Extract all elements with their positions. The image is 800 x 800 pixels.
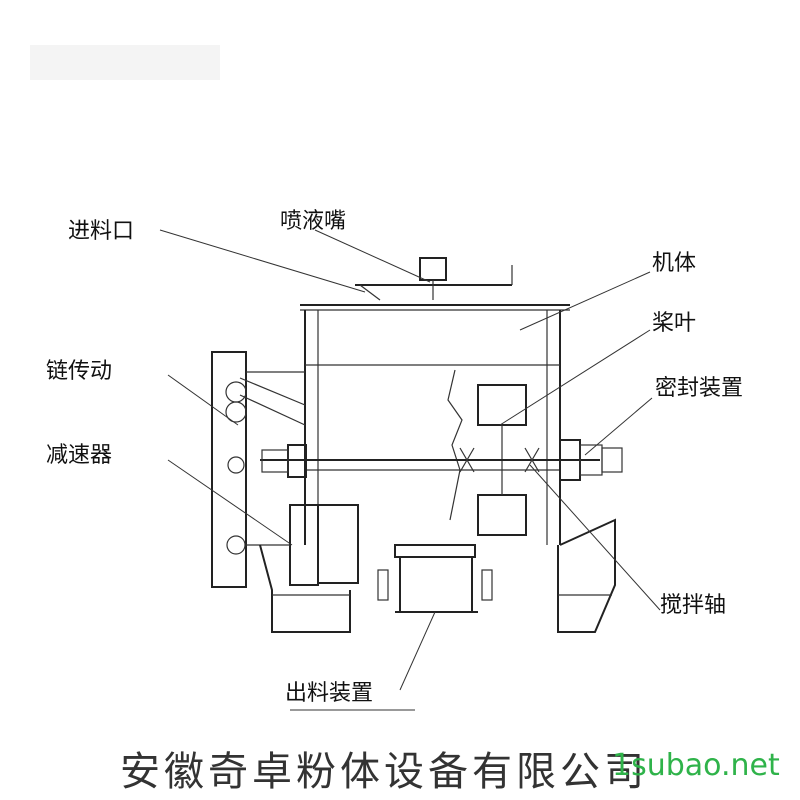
label-body: 机体 xyxy=(652,251,696,276)
faded-header xyxy=(30,45,220,80)
label-seal: 密封装置 xyxy=(655,376,743,401)
label-spray-nozzle: 喷液嘴 xyxy=(280,209,346,234)
nozzle-symbol xyxy=(419,257,447,300)
agitator-shaft-symbol xyxy=(260,447,600,473)
right-seal-symbol xyxy=(559,439,623,481)
watermark: 1subao.net xyxy=(612,748,780,783)
label-chain-drive: 链传动 xyxy=(46,359,112,384)
label-blade: 桨叶 xyxy=(652,311,696,336)
left-seal-symbol xyxy=(261,444,307,478)
label-discharge: 出料装置 xyxy=(285,681,373,706)
leader-lines xyxy=(159,229,661,711)
label-reducer: 减速器 xyxy=(46,443,112,468)
top-cover xyxy=(300,265,570,311)
label-agitator-shaft: 搅拌轴 xyxy=(660,593,726,618)
legs xyxy=(259,518,616,633)
company-name: 安徽奇卓粉体设备有限公司 xyxy=(120,749,648,795)
label-feed-inlet: 进料口 xyxy=(68,219,134,244)
body-shell xyxy=(304,310,561,545)
chain-drive-frame xyxy=(211,351,306,588)
reducer-symbol xyxy=(246,504,359,586)
discharge-device xyxy=(377,544,493,613)
